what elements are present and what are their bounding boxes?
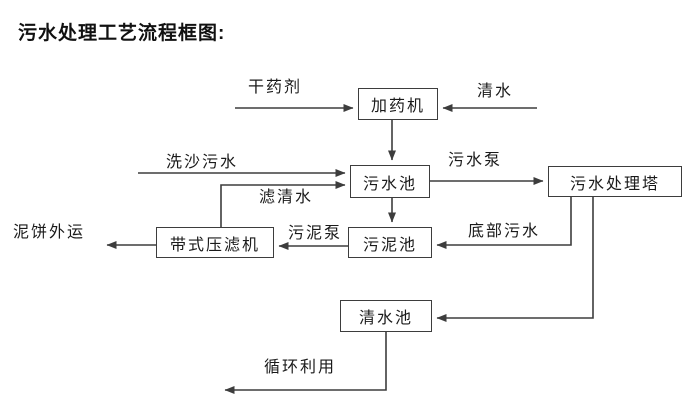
label-sand-washing-sewage: 洗沙污水 — [166, 154, 239, 171]
arrow-filtered-water-to-sewage-pool — [220, 181, 346, 227]
label-mud-cake-out: 泥饼外运 — [13, 224, 86, 241]
page-title: 污水处理工艺流程框图: — [18, 23, 226, 44]
node-dosing-machine: 加药机 — [358, 88, 438, 120]
arrow-tower-to-clear-water-pool — [436, 197, 594, 322]
label-sewage-pump: 污水泵 — [448, 152, 503, 169]
label-sludge-pump: 污泥泵 — [288, 225, 343, 242]
node-belt-filter-press: 带式压滤机 — [156, 227, 274, 258]
label-recycle-use: 循环利用 — [264, 359, 337, 376]
node-sewage-pool: 污水池 — [350, 165, 430, 198]
node-clear-water-pool: 清水池 — [340, 300, 432, 332]
label-filtered-water: 滤清水 — [259, 189, 314, 206]
arrow-tower-bottom-sewage-to-sludge-pool — [436, 197, 572, 249]
label-clear-water: 清水 — [477, 83, 514, 100]
label-dry-chemical: 干药剂 — [248, 79, 303, 96]
label-bottom-sewage: 底部污水 — [468, 223, 541, 240]
node-sludge-pool: 污泥池 — [348, 227, 432, 258]
node-sewage-treatment-tower: 污水处理塔 — [548, 166, 682, 197]
arrow-clear-water-pool-to-recycle — [224, 332, 387, 394]
